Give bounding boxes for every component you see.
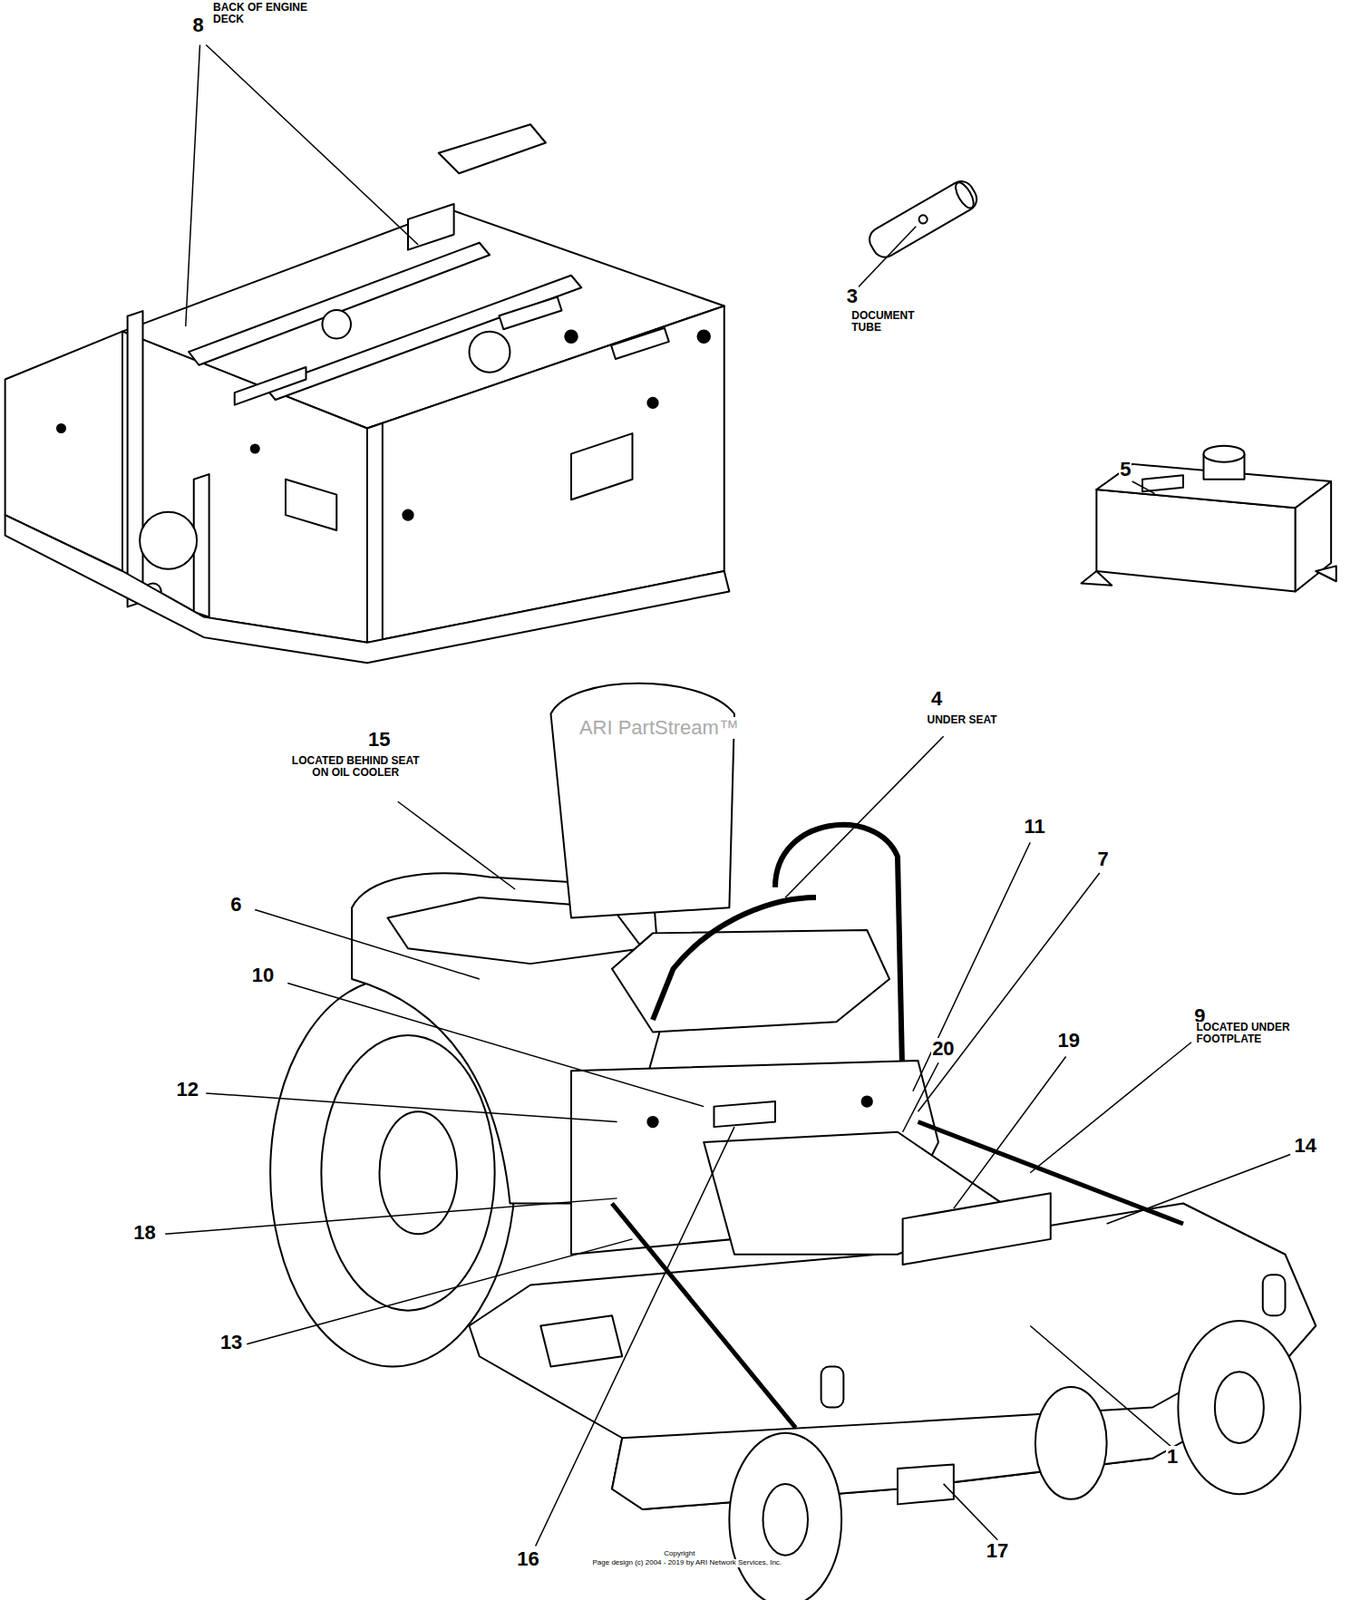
watermark: ARI PartStream™: [578, 717, 740, 739]
location-note: UNDER SEAT: [926, 714, 999, 727]
callout-number: 14: [1293, 1135, 1318, 1157]
callout-number: 1: [1165, 1446, 1179, 1468]
location-note: LOCATED UNDER FOOTPLATE: [1195, 1021, 1334, 1046]
callout-number: 11: [1022, 816, 1046, 838]
callout-number: 13: [219, 1331, 243, 1354]
document-tube: [864, 176, 982, 262]
copyright-note: Page design (c) 2004 - 2019 by ARI Netwo…: [592, 1559, 784, 1568]
callout-number: 5: [1118, 458, 1132, 481]
location-note: BACK OF ENGINE DECK: [212, 1, 310, 26]
copyright-note: Copyright: [662, 1550, 696, 1559]
callout-number: 16: [515, 1548, 540, 1571]
location-note: LOCATED BEHIND SEAT ON OIL COOLER: [287, 755, 424, 779]
callout-number: 12: [175, 1078, 200, 1101]
callout-number: 7: [1096, 848, 1109, 871]
part-note: DOCUMENT TUBE: [850, 310, 939, 334]
oil-tank: [1081, 446, 1337, 593]
callout-number: 4: [930, 688, 943, 710]
callout-number: 17: [985, 1540, 1010, 1563]
callout-number: 19: [1057, 1029, 1081, 1052]
mower: [270, 683, 1316, 1600]
callout-number: 6: [229, 893, 243, 916]
leader-lines: [165, 45, 1291, 1547]
callout-number: 15: [367, 728, 391, 751]
engine-deck: [5, 124, 730, 663]
callout-number: 18: [132, 1222, 156, 1244]
callout-number: 10: [251, 964, 275, 987]
callout-number: 3: [845, 285, 859, 308]
callout-number: 8: [192, 14, 205, 37]
callout-number: 20: [931, 1038, 955, 1060]
